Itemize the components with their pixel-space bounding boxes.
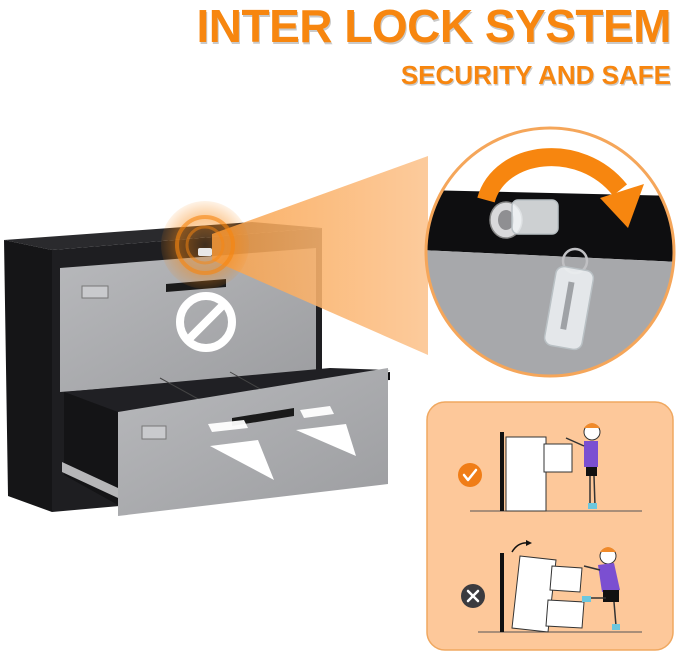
correct-scenario xyxy=(470,423,642,512)
headline-subtitle: SECURITY AND SAFE xyxy=(400,60,671,90)
wall xyxy=(500,432,504,511)
key-head xyxy=(511,199,559,235)
prohibited-icon xyxy=(176,292,236,352)
cabinet-side xyxy=(4,240,52,512)
cabinet-tipping xyxy=(511,555,557,633)
safety-panel xyxy=(426,401,674,651)
lock-highlight xyxy=(161,201,249,289)
drawer-slide-rail xyxy=(62,462,118,498)
lock-icon xyxy=(198,248,212,256)
incorrect-scenario xyxy=(478,540,642,633)
callout-beam xyxy=(212,156,428,355)
cross-badge xyxy=(461,584,485,608)
label-holder-top xyxy=(81,285,109,299)
check-icon xyxy=(458,463,482,487)
top-drawer xyxy=(60,248,316,392)
rotate-arrow-icon xyxy=(477,148,628,204)
cabinet-anchored xyxy=(505,436,547,512)
headline-title: INTER LOCK SYSTEM xyxy=(196,0,671,52)
label-holder-bottom xyxy=(141,425,167,440)
lock-closeup-callout xyxy=(424,126,676,378)
check-badge xyxy=(458,463,482,487)
pull-out-arrows xyxy=(208,406,356,480)
bottom-drawer-handle xyxy=(232,408,294,426)
open-drawer-interior xyxy=(64,368,390,412)
wall xyxy=(500,553,504,632)
